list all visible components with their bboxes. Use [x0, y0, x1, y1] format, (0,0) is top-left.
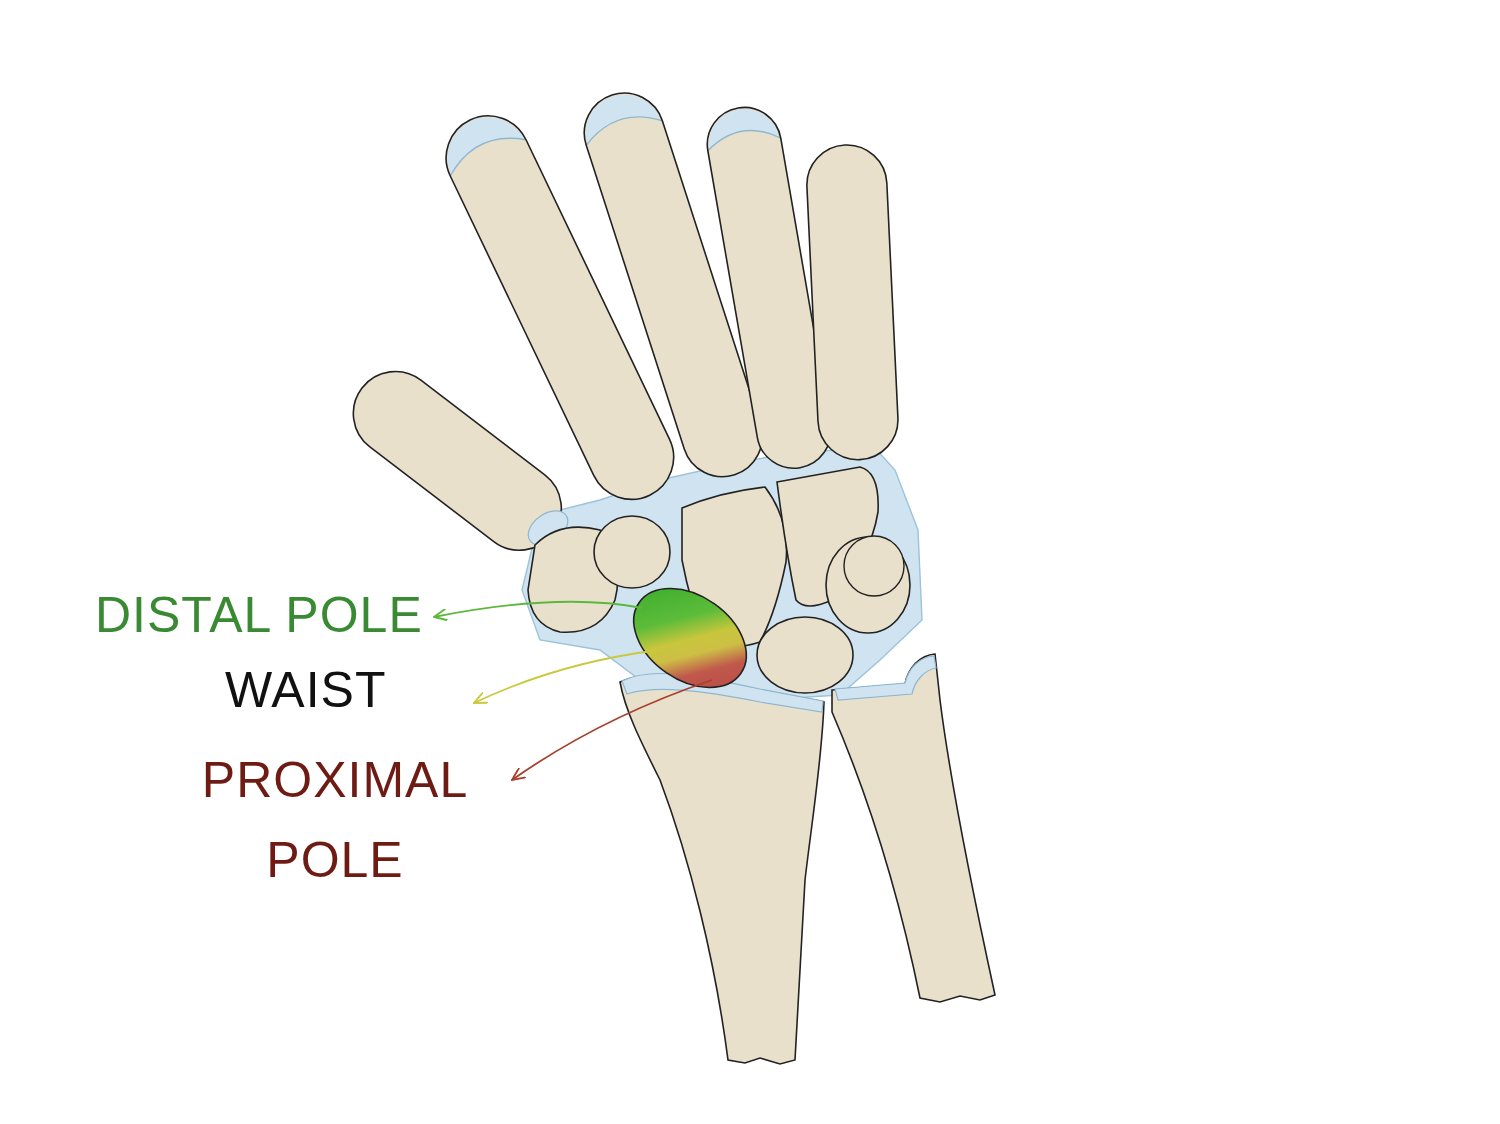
leader-arrow: [474, 650, 660, 703]
cap-line: [444, 126, 526, 176]
callout-label: PROXIMAL POLE: [190, 740, 480, 900]
callout-label: WAIST: [225, 660, 386, 720]
leader-arrow: [434, 602, 642, 617]
little-metacarpal: [805, 143, 900, 461]
lunate-bone: [757, 617, 853, 693]
pisiform-bone: [844, 536, 904, 596]
ulna-bone: [832, 654, 995, 1002]
radius-bone: [620, 675, 824, 1064]
cap-line: [582, 107, 662, 145]
metacarpal-cartilage-cap: [703, 103, 779, 150]
leader-arrow: [512, 680, 712, 780]
thumb-metacarpal: [336, 355, 578, 568]
cap-line: [706, 125, 781, 151]
callout-label: DISTAL POLE: [95, 585, 423, 645]
triquetrum-bone: [826, 537, 910, 633]
metacarpal-cartilage-cap: [434, 104, 525, 176]
trapezoid-bone: [594, 516, 670, 588]
